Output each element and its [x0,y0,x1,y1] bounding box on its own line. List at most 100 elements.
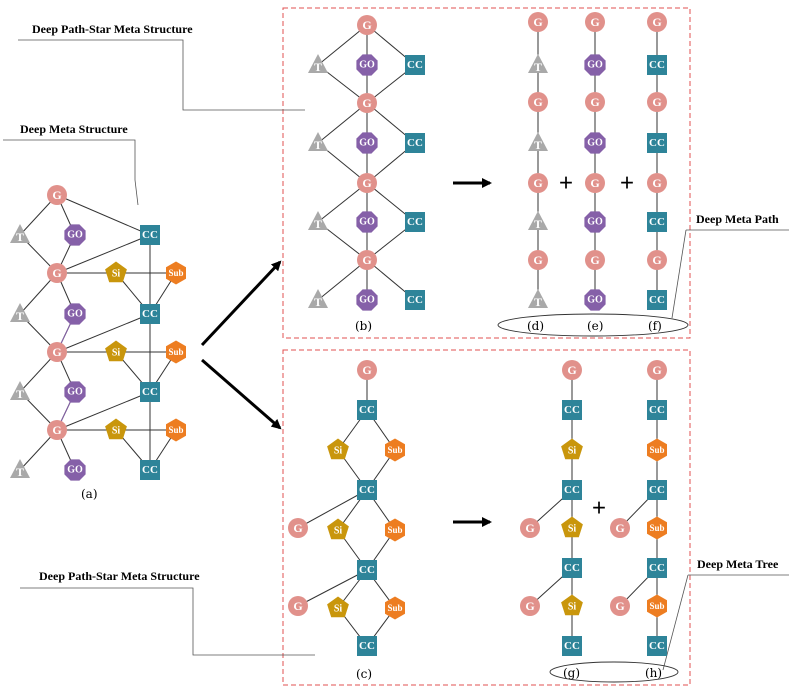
si-node-label: Si [334,526,343,537]
go-node: GO [356,211,378,233]
tissue-node-label: T [534,60,542,74]
gene-node-shape [647,173,667,193]
sub-node-shape [166,261,186,285]
cc-node-label: CC [359,404,375,416]
gene-node-label: G [525,521,534,535]
gene-node-label: G [293,521,302,535]
gene-node: G [357,93,377,113]
gene-node: G [528,12,548,32]
cc-node: CC [405,212,425,232]
tree-group-ellipse [549,661,679,683]
tissue-node-label: T [314,295,322,309]
cc-node-label: CC [649,59,665,71]
gene-node-label: G [533,15,542,29]
gene-node-shape [47,420,67,440]
cc-node-label: CC [407,294,423,306]
panel-top-box [282,7,691,339]
go-node-shape [584,54,606,76]
edge [297,569,368,607]
sub-node-label: Sub [387,603,402,613]
go-node: GO [64,303,86,325]
gene-node-shape [647,92,667,112]
edge [56,391,151,431]
go-node-label: GO [67,309,83,320]
cc-node-label: CC [142,464,158,476]
go-node-label: GO [67,465,83,476]
callout-lines [3,39,789,671]
go-node-shape [64,459,86,481]
gene-node-label: G [52,423,61,437]
gene-node-label: G [590,253,599,267]
tissue-node-label: T [534,217,542,231]
cc-node: CC [140,460,160,480]
cc-node-shape [647,400,667,420]
gene-node: G [647,92,667,112]
cc-node: CC [357,636,377,656]
sublabel-h: (h) [645,666,662,680]
gene-node-shape [520,518,540,538]
edges [19,22,658,647]
tissue-node: T [10,459,30,479]
go-node: GO [584,132,606,154]
cc-node-label: CC [359,564,375,576]
gene-node-label: G [652,176,661,190]
sub-node: Sub [385,596,405,620]
sub-node-shape [385,596,405,620]
go-node-label: GO [359,295,375,306]
gene-node-label: G [533,176,542,190]
cc-node: CC [405,55,425,75]
sub-node-shape [647,516,667,540]
cc-node-shape [140,460,160,480]
plus-sign: + [559,170,573,197]
cc-node-label: CC [407,59,423,71]
gene-node-label: G [590,176,599,190]
tissue-node-shape [10,459,30,478]
sub-node-label: Sub [168,268,183,278]
sub-node-label: Sub [168,347,183,357]
cc-node-label: CC [564,404,580,416]
gene-node: G [288,596,308,616]
sub-node: Sub [647,594,667,618]
plus-sign: + [620,170,634,197]
gene-node-shape [610,596,630,616]
cc-node-shape [140,382,160,402]
gene-node-shape [528,12,548,32]
cc-node: CC [647,212,667,232]
cc-node-label: CC [649,137,665,149]
gene-node-label: G [615,521,624,535]
go-node-shape [64,224,86,246]
si-node-shape [561,438,583,460]
cc-node: CC [647,636,667,656]
gene-node: G [357,360,377,380]
gene-node: G [647,12,667,32]
cc-node-label: CC [649,294,665,306]
cc-node: CC [562,636,582,656]
tissue-node-label: T [314,217,322,231]
cc-node-shape [405,212,425,232]
si-node: Si [561,516,583,538]
tissue-node: T [308,132,328,152]
gene-node: G [562,360,582,380]
sublabel-g: (g) [563,666,580,680]
gene-node: G [47,420,67,440]
go-node: GO [584,211,606,233]
cc-node-shape [405,290,425,310]
si-node-shape [327,596,349,618]
go-node: GO [64,459,86,481]
tissue-node: T [528,289,548,309]
go-node: GO [584,54,606,76]
go-node-shape [584,289,606,311]
gene-node-shape [357,250,377,270]
cc-node: CC [405,133,425,153]
cc-node: CC [140,382,160,402]
cc-node: CC [140,304,160,324]
edge [317,24,368,66]
label-deep-path-star-top: Deep Path-Star Meta Structure [32,22,193,36]
gene-node-label: G [652,95,661,109]
label-deep-meta-path: Deep Meta Path [696,212,779,226]
go-node-shape [64,303,86,325]
gene-node-shape [357,15,377,35]
gene-node-label: G [52,345,61,359]
label-deep-path-star-bottom: Deep Path-Star Meta Structure [39,569,200,583]
